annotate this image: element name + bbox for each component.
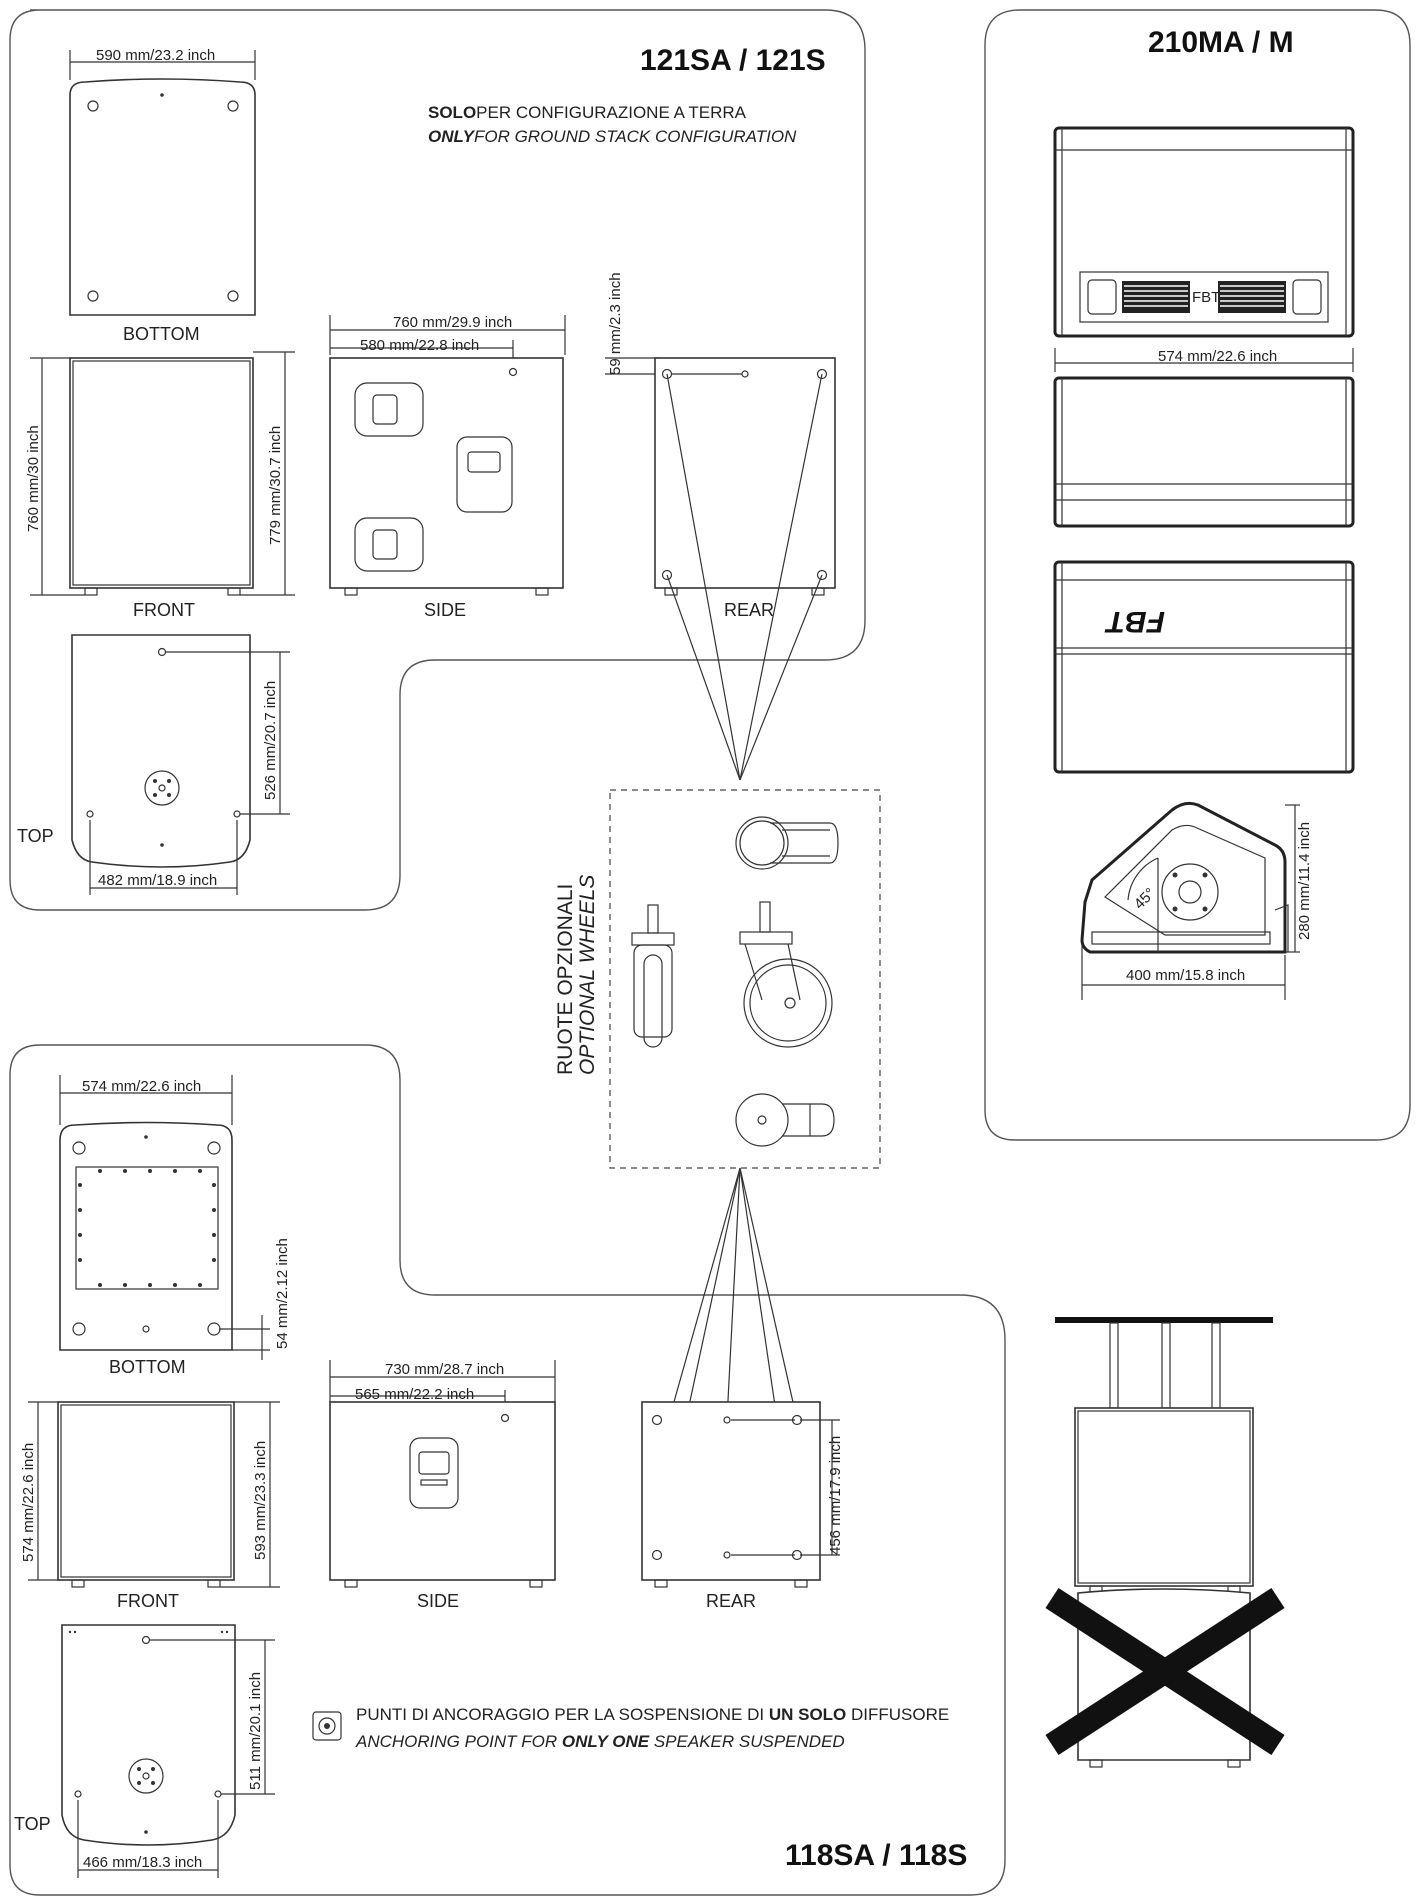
118-side-depth-inner-dim: 565 mm/22.2 inch: [355, 1386, 474, 1403]
121-top-width-dim: 482 mm/18.9 inch: [98, 872, 217, 889]
118-front-view: 574 mm/22.6 inch 593 mm/23.3 inch FRONT: [20, 1401, 280, 1611]
121-rear-label: REAR: [724, 600, 774, 620]
118-front-height-right-dim: 593 mm/23.3 inch: [252, 1441, 269, 1560]
title-121: 121SA / 121S: [640, 44, 826, 77]
121-front-height-right-dim: 779 mm/30.7 inch: [267, 426, 284, 545]
panel-121-outline: [9, 9, 866, 911]
121-rear-offset-dim: 59 mm/2.3 inch: [607, 272, 624, 375]
118-rear-height-dim: 456 mm/17.9 inch: [827, 1436, 844, 1555]
118-front-label: FRONT: [117, 1591, 179, 1611]
wheel-top-icon: [735, 1093, 835, 1147]
121-top-depth-dim: 526 mm/20.7 inch: [262, 681, 279, 800]
118-bottom-width-dim: 574 mm/22.6 inch: [82, 1078, 201, 1095]
210-front-view: FBT: [1053, 126, 1355, 338]
210-top-view: FBT: [1053, 560, 1355, 774]
121-bottom-view: 590 mm/23.2 inch BOTTOM: [69, 47, 256, 344]
210-side-view: 45° 280 mm/11.4 inch 400 mm/15.8 inch: [1080, 801, 1313, 1000]
121-side-view: 760 mm/29.9 inch 580 mm/22.8 inch SIDE: [329, 314, 566, 620]
210-width-dim: 574 mm/22.6 inch: [1158, 348, 1277, 365]
118-top-view: 511 mm/20.1 inch 466 mm/18.3 inch TOP: [14, 1624, 275, 1878]
title-210: 210MA / M: [1148, 26, 1294, 59]
118-side-view: 730 mm/28.7 inch 565 mm/22.2 inch SIDE: [329, 1360, 556, 1611]
121-rear-view: 59 mm/2.3 inch REAR: [605, 272, 836, 781]
anchor-point-icon: [318, 1717, 336, 1735]
210-front-logo: FBT: [1192, 289, 1220, 306]
118-rear-label: REAR: [706, 1591, 756, 1611]
wheel-swivel-icon: [739, 901, 833, 1048]
121-top-view: 526 mm/20.7 inch 482 mm/18.9 inch TOP: [17, 634, 290, 895]
anchor-note-it: PUNTI DI ANCORAGGIO PER LA SOSPENSIONE D…: [356, 1705, 949, 1724]
118-bottom-label: BOTTOM: [109, 1357, 186, 1377]
panel-210-outline: [984, 9, 1411, 1141]
210-height-dim: 280 mm/11.4 inch: [1296, 822, 1313, 940]
wheel-side-icon: [735, 816, 789, 870]
121-side-depth-dim: 760 mm/29.9 inch: [393, 314, 512, 331]
121-front-height-left-dim: 760 mm/30 inch: [25, 425, 42, 532]
note-ground-stack-en: ONLYFOR GROUND STACK CONFIGURATION: [428, 127, 797, 146]
118-top-width-dim: 466 mm/18.3 inch: [83, 1854, 202, 1871]
wheels-label-en: OPTIONAL WHEELS: [576, 875, 599, 1075]
121-top-label: TOP: [17, 826, 54, 846]
panel-118-outline: [9, 1044, 1006, 1896]
121-front-label: FRONT: [133, 600, 195, 620]
118-side-label: SIDE: [417, 1591, 459, 1611]
121-side-label: SIDE: [424, 600, 466, 620]
210-depth-dim: 400 mm/15.8 inch: [1126, 967, 1245, 984]
note-ground-stack-it: SOLOPER CONFIGURAZIONE A TERRA: [428, 103, 747, 122]
anchor-note-en: ANCHORING POINT FOR ONLY ONE SPEAKER SUS…: [355, 1732, 845, 1751]
118-bottom-offset-dim: 54 mm/2.12 inch: [274, 1238, 291, 1349]
118-side-depth-dim: 730 mm/28.7 inch: [385, 1361, 504, 1378]
title-118: 118SA / 118S: [785, 1839, 967, 1872]
118-top-depth-dim: 511 mm/20.1 inch: [247, 1672, 264, 1790]
121-front-view: 760 mm/30 inch 779 mm/30.7 inch FRONT: [25, 351, 295, 620]
118-bottom-view: 574 mm/22.6 inch 54 mm/2.12 inch BOTTOM: [59, 1075, 291, 1377]
118-front-height-left-dim: 574 mm/22.6 inch: [20, 1443, 37, 1562]
210-rear-view: [1053, 376, 1355, 528]
anchor-point-legend: PUNTI DI ANCORAGGIO PER LA SOSPENSIONE D…: [312, 1705, 949, 1751]
210-top-logo: FBT: [1104, 605, 1165, 638]
wheel-front-icon: [631, 904, 675, 1048]
118-rear-view: 456 mm/17.9 inch REAR: [641, 1401, 844, 1611]
121-bottom-width-dim: 590 mm/23.2 inch: [96, 47, 215, 64]
wheels-label-it: RUOTE OPZIONALI: [554, 884, 577, 1075]
118-top-label: TOP: [14, 1814, 51, 1834]
121-bottom-label: BOTTOM: [123, 324, 200, 344]
210-width-dimension: 574 mm/22.6 inch: [1054, 348, 1354, 372]
forbidden-stack-illustration: [1045, 1317, 1285, 1768]
121-side-depth-inner-dim: 580 mm/22.8 inch: [360, 337, 479, 354]
